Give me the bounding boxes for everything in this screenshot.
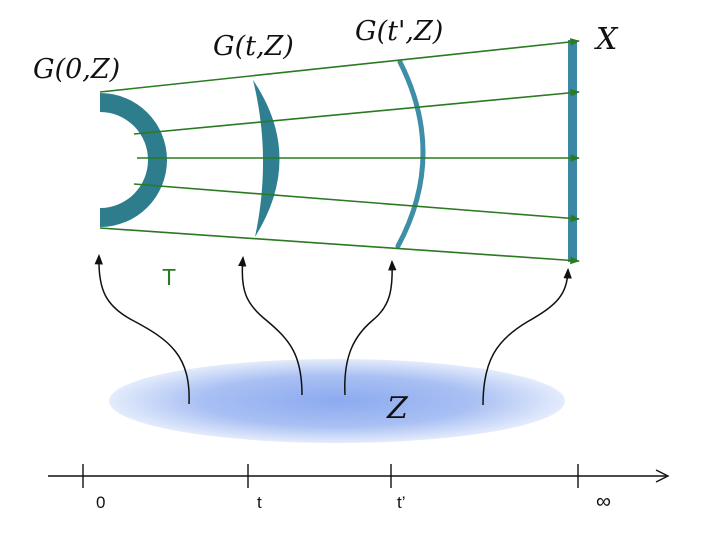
label-t-map: T <box>162 264 176 290</box>
tick-label-t: t <box>257 493 262 512</box>
label-g0: G(0,Z) <box>33 54 120 85</box>
time-axis-arrowhead <box>655 469 670 483</box>
tick-label-0: 0 <box>96 493 105 512</box>
tick-label-tprime: t’ <box>397 493 406 512</box>
transport-arrow-bottom <box>99 227 580 265</box>
data-space-bar <box>568 40 577 262</box>
generator-arrow-x <box>482 267 572 406</box>
transport-arrows <box>99 38 580 265</box>
label-z: Z <box>386 391 409 426</box>
generator-arrow-gt <box>238 255 303 396</box>
surface-gtprime-shape <box>395 59 426 249</box>
label-gtprime: G(t',Z) <box>355 16 443 47</box>
label-gt: G(t,Z) <box>213 31 294 62</box>
transport-arrow-top <box>99 38 580 93</box>
time-axis: 0 t t’ ∞ <box>48 464 670 513</box>
generator-arrows <box>94 253 572 406</box>
transport-arrow-upper <box>133 88 580 135</box>
tick-label-infinity: ∞ <box>596 490 611 513</box>
label-x: X <box>594 22 619 57</box>
latent-space-ellipse <box>109 359 565 443</box>
generator-arrow-gtprime <box>344 259 397 396</box>
surface-g0-shape <box>100 93 167 227</box>
generator-arrow-g0 <box>94 253 190 405</box>
transport-arrow-lower <box>133 183 580 223</box>
